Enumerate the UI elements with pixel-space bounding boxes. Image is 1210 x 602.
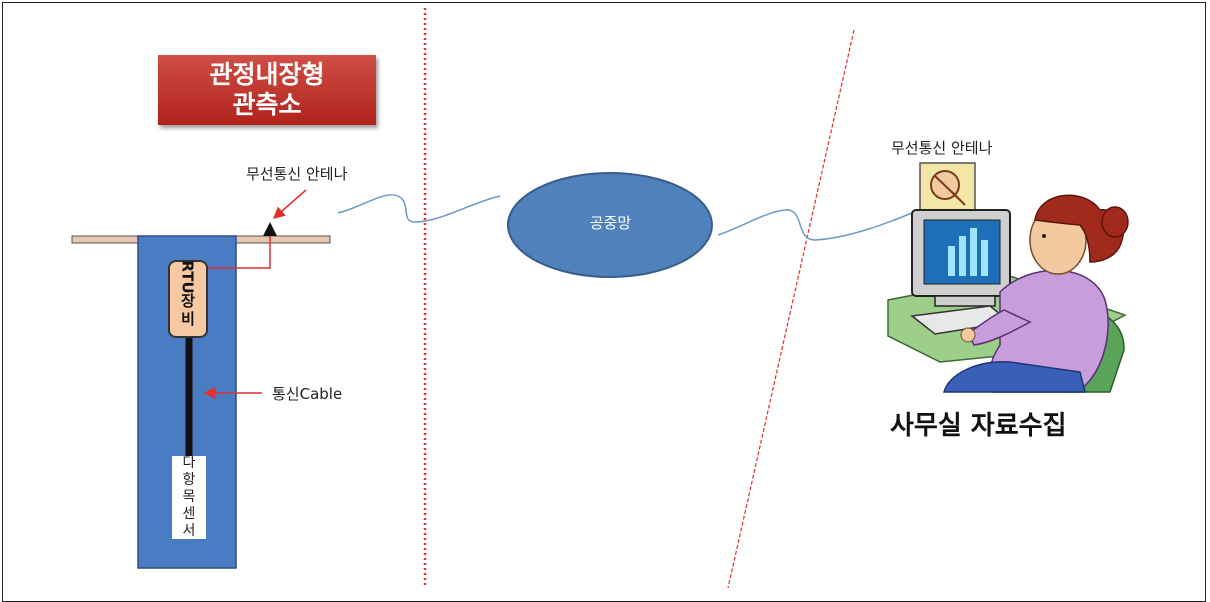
station-title-box: 관정내장형 관측소 (158, 55, 376, 125)
antenna-label-left: 무선통신 안테나 (246, 165, 348, 183)
signal-wave-right (717, 209, 913, 241)
sensor-char-2: 항 (182, 472, 196, 488)
sensor-char-1: 다 (182, 455, 196, 471)
rtu-label-ko-2: 비 (181, 310, 195, 328)
sensor-char-4: 센 (182, 506, 196, 522)
diagram-graphics (71, 8, 1129, 588)
rtu-label: RTU (178, 260, 197, 294)
multi-sensor: 다 항 목 센 서 (172, 455, 206, 539)
network-cloud (507, 172, 713, 278)
sensor-char-3: 목 (182, 489, 196, 505)
ground-left (71, 235, 141, 244)
network-label: 공중망 (589, 214, 632, 232)
ground-right (235, 235, 331, 244)
antenna-label-right: 무선통신 안테나 (891, 139, 993, 157)
cable-label: 통신Cable (272, 385, 343, 403)
rtu-device: RTU 장 비 (168, 260, 208, 338)
office-worker-illustration (887, 162, 1129, 393)
antenna-wire (208, 236, 271, 269)
satellite-dish-icon (919, 162, 976, 211)
station-title-line2: 관측소 (232, 90, 302, 119)
station-title-line1: 관정내장형 (209, 60, 325, 89)
antenna-icon (263, 222, 277, 236)
antenna-pointer-arrow (272, 189, 307, 219)
sensor-char-5: 서 (182, 523, 196, 539)
signal-wave-left (337, 194, 501, 223)
diagonal-divider (727, 29, 855, 588)
rtu-label-ko-1: 장 (181, 292, 195, 310)
office-caption: 사무실 자료수집 (890, 411, 1067, 441)
